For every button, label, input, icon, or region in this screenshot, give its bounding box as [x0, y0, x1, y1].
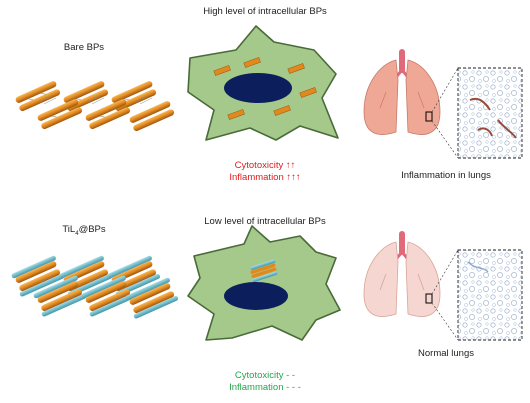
coated-bps-label: TiL4@BPs: [62, 224, 105, 237]
bottom-heading: Low level of intracellular BPs: [204, 216, 326, 227]
cell-high-uptake: [187, 25, 339, 141]
bare-bp-rods: [14, 80, 176, 133]
cell-low-uptake: [187, 225, 341, 341]
top-inflammation: Inflammation ↑↑↑: [229, 172, 301, 183]
top-heading: High level of intracellular BPs: [203, 6, 327, 17]
lungs-inflamed: [363, 49, 523, 159]
intracellular-bp-cluster: [250, 259, 278, 283]
bottom-inflammation: Inflammation - - -: [229, 382, 301, 393]
lungs-normal: [363, 231, 523, 341]
coated-bps-label-main: TiL: [62, 224, 76, 235]
bottom-lung-caption: Normal lungs: [418, 348, 474, 359]
bare-bps-label: Bare BPs: [63, 42, 105, 53]
top-cytotoxicity: Cytotoxicity ↑↑: [234, 160, 296, 171]
coated-bps-label-tail: @BPs: [78, 224, 106, 235]
top-lung-caption: Inflammation in lungs: [401, 170, 491, 181]
coated-bp-rods: [11, 255, 179, 319]
coated-bps-label-subscript: 4: [75, 230, 79, 237]
bottom-cytotoxicity: Cytotoxicity - -: [234, 370, 296, 381]
